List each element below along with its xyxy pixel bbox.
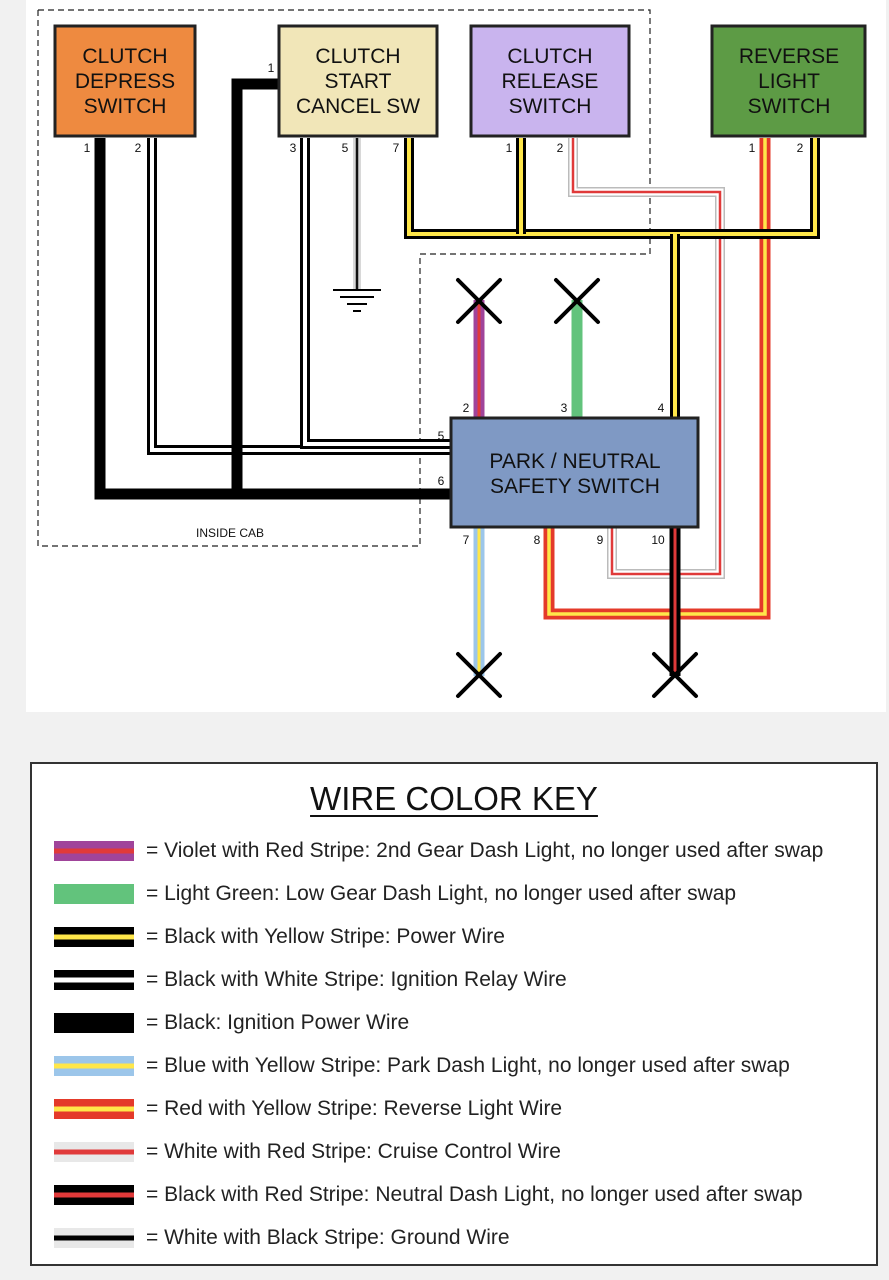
pin-number: 6 bbox=[438, 474, 445, 488]
wire-red-yellow-reverse-light bbox=[543, 138, 771, 620]
clutch-start-cancel-switch: CLUTCH START CANCEL SW bbox=[277, 24, 439, 138]
pin-number: 7 bbox=[463, 533, 470, 547]
park-neutral-safety-switch: PARK / NEUTRAL SAFETY SWITCH bbox=[449, 416, 700, 529]
pin-number: 1 bbox=[749, 141, 756, 155]
key-description: = Blue with Yellow Stripe: Park Dash Lig… bbox=[146, 1054, 790, 1077]
svg-text:CLUTCH: CLUTCH bbox=[82, 45, 167, 68]
key-row: = White with Black Stripe: Ground Wire bbox=[54, 1223, 874, 1253]
wire-swatch bbox=[54, 841, 134, 861]
svg-text:PARK / NEUTRAL: PARK / NEUTRAL bbox=[489, 450, 660, 473]
pin-number: 2 bbox=[797, 141, 804, 155]
wire-swatch bbox=[54, 1228, 134, 1248]
pin-number: 2 bbox=[463, 401, 470, 415]
pin-number: 5 bbox=[342, 141, 349, 155]
key-description: = Light Green: Low Gear Dash Light, no l… bbox=[146, 882, 737, 905]
terminator-x-icon bbox=[456, 652, 502, 698]
ground-symbol bbox=[333, 289, 381, 312]
wire-swatch bbox=[54, 1013, 134, 1033]
terminator-x-icon bbox=[456, 278, 502, 324]
pin-number: 4 bbox=[658, 401, 665, 415]
key-description: = Black with White Stripe: Ignition Rela… bbox=[146, 968, 567, 991]
wire-swatch bbox=[54, 927, 134, 947]
wiring-diagram: INSIDE CAB bbox=[26, 0, 886, 712]
svg-text:RELEASE: RELEASE bbox=[502, 70, 599, 93]
key-description: = Red with Yellow Stripe: Reverse Light … bbox=[146, 1097, 563, 1120]
pin-number: 2 bbox=[557, 141, 564, 155]
wire-swatch bbox=[54, 970, 134, 990]
svg-text:CANCEL SW: CANCEL SW bbox=[296, 95, 420, 118]
pin-number: 1 bbox=[84, 141, 91, 155]
pin-number: 1 bbox=[268, 61, 275, 75]
key-description: = Violet with Red Stripe: 2nd Gear Dash … bbox=[146, 839, 824, 862]
svg-text:SAFETY SWITCH: SAFETY SWITCH bbox=[490, 475, 660, 498]
pin-number: 5 bbox=[438, 429, 445, 443]
svg-text:SWITCH: SWITCH bbox=[509, 95, 592, 118]
wire-swatch bbox=[54, 1185, 134, 1205]
key-row: = Black: Ignition Power Wire bbox=[54, 1008, 874, 1038]
pin-number: 10 bbox=[651, 533, 665, 547]
svg-text:DEPRESS: DEPRESS bbox=[75, 70, 175, 93]
svg-text:CLUTCH: CLUTCH bbox=[315, 45, 400, 68]
key-description: = Black: Ignition Power Wire bbox=[146, 1011, 410, 1034]
svg-text:CLUTCH: CLUTCH bbox=[507, 45, 592, 68]
key-row: = Violet with Red Stripe: 2nd Gear Dash … bbox=[54, 836, 874, 866]
wire-white-red-cruise-control bbox=[568, 138, 725, 579]
pin-number: 1 bbox=[506, 141, 513, 155]
terminator-x-icon bbox=[554, 278, 600, 324]
terminator-x-icon bbox=[652, 652, 698, 698]
key-row: = Black with White Stripe: Ignition Rela… bbox=[54, 965, 874, 995]
key-row: = White with Red Stripe: Cruise Control … bbox=[54, 1137, 874, 1167]
key-description: = White with Red Stripe: Cruise Control … bbox=[146, 1140, 561, 1163]
pin-labels: 1 2 1 3 5 7 1 2 1 2 2 3 4 5 6 7 8 9 10 bbox=[84, 61, 804, 547]
wire-swatch bbox=[54, 1142, 134, 1162]
wire-color-key: WIRE COLOR KEY = Violet with Red Stripe:… bbox=[30, 762, 878, 1266]
wire-swatch bbox=[54, 1099, 134, 1119]
key-description: = Black with Yellow Stripe: Power Wire bbox=[146, 925, 505, 948]
reverse-light-switch: REVERSE LIGHT SWITCH bbox=[710, 24, 867, 138]
key-row: = Blue with Yellow Stripe: Park Dash Lig… bbox=[54, 1051, 874, 1081]
svg-text:START: START bbox=[325, 70, 392, 93]
pin-number: 2 bbox=[135, 141, 142, 155]
clutch-release-switch: CLUTCH RELEASE SWITCH bbox=[469, 24, 631, 138]
key-description: = Black with Red Stripe: Neutral Dash Li… bbox=[146, 1183, 803, 1206]
wire-swatch bbox=[54, 884, 134, 904]
clutch-depress-switch: CLUTCH DEPRESS SWITCH bbox=[53, 24, 197, 138]
wire-black-yellow-power bbox=[404, 138, 820, 418]
key-title: WIRE COLOR KEY bbox=[310, 780, 598, 817]
pin-number: 8 bbox=[534, 533, 541, 547]
key-row: = Black with Yellow Stripe: Power Wire bbox=[54, 922, 874, 952]
dashed-outline bbox=[37, 9, 651, 547]
svg-text:SWITCH: SWITCH bbox=[84, 95, 167, 118]
svg-text:REVERSE: REVERSE bbox=[739, 45, 839, 68]
wire-black-white-ignition-relay bbox=[147, 138, 451, 455]
inside-cab-label: INSIDE CAB bbox=[196, 526, 264, 540]
pin-number: 7 bbox=[393, 141, 400, 155]
wire-black-ignition-power bbox=[94, 78, 451, 500]
pin-number: 3 bbox=[561, 401, 568, 415]
svg-text:LIGHT: LIGHT bbox=[758, 70, 820, 93]
key-row: = Light Green: Low Gear Dash Light, no l… bbox=[54, 879, 874, 909]
svg-text:SWITCH: SWITCH bbox=[748, 95, 831, 118]
key-row: = Black with Red Stripe: Neutral Dash Li… bbox=[54, 1180, 874, 1210]
pin-number: 3 bbox=[290, 141, 297, 155]
key-row: = Red with Yellow Stripe: Reverse Light … bbox=[54, 1094, 874, 1124]
key-description: = White with Black Stripe: Ground Wire bbox=[146, 1226, 510, 1249]
wire-swatch bbox=[54, 1056, 134, 1076]
pin-number: 9 bbox=[597, 533, 604, 547]
